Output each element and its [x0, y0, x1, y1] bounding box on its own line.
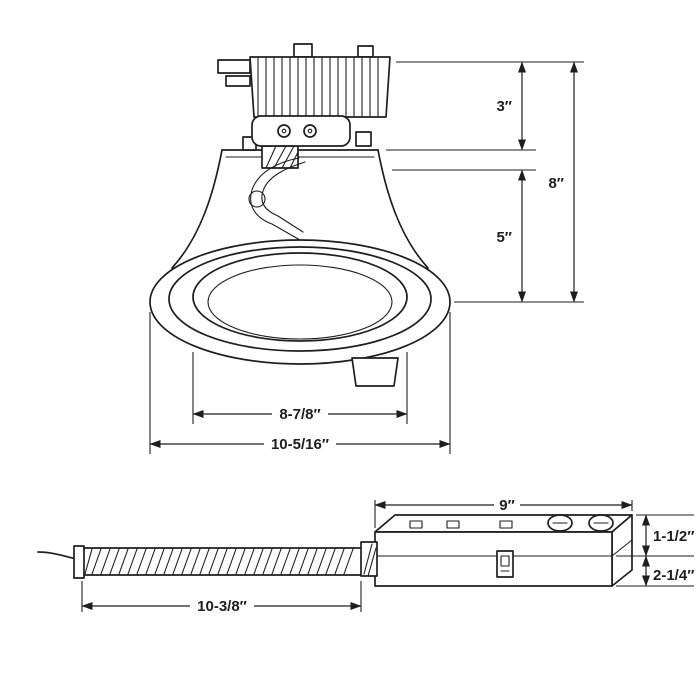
screw-center	[281, 128, 287, 134]
housing	[171, 131, 429, 269]
dim-label-box-upper-height: 1-1/2″	[653, 528, 694, 545]
heatsink-top-tab	[357, 45, 374, 58]
heatsink-fins	[257, 57, 379, 117]
conduit-connector-hatch	[363, 543, 377, 577]
knockout-tab	[499, 520, 513, 529]
heatsink-top-tab	[293, 43, 313, 58]
box-height-dimensions: 1-1/2″ 2-1/4″	[616, 514, 694, 587]
dim-label-heatsink-height: 3″	[496, 98, 512, 115]
downlight-fixture-drawing: 3″ 5″ 8″ 8-7/8″ 10-5/16″	[149, 43, 584, 454]
dim-label-housing-height: 5″	[496, 229, 512, 246]
junction-box	[360, 514, 633, 587]
trim-bottom-tab	[351, 357, 399, 387]
spring-wire-inner	[261, 161, 306, 233]
heatsink-body	[249, 56, 391, 118]
spring-coil	[248, 190, 266, 208]
conduit-connector	[360, 541, 378, 577]
trim-aperture	[192, 252, 408, 342]
trim-ring	[149, 239, 451, 387]
dim-label-overall-height: 8″	[548, 175, 564, 192]
dim-label-box-overall-height: 2-1/4″	[653, 567, 694, 584]
selector-switch	[496, 550, 514, 578]
trim-flange-inner	[168, 246, 432, 352]
selector-switch-slider	[500, 555, 510, 567]
mounting-plate	[251, 115, 351, 147]
flex-conduit	[37, 545, 362, 579]
conduit-length-dimension: 10-3/8″	[81, 581, 362, 615]
spring-bracket	[261, 145, 299, 169]
spring-wire-outer	[250, 157, 301, 241]
terminal-block	[225, 75, 251, 87]
screw-center	[307, 128, 313, 134]
torsion-spring	[248, 157, 306, 241]
lead-wire	[37, 551, 77, 560]
fixture-height-dimensions: 3″ 5″ 8″	[386, 61, 584, 303]
screw-head	[303, 124, 317, 138]
conduit-corrugation	[84, 548, 354, 575]
box-side-seam	[611, 539, 633, 557]
spring-bracket-hatch	[265, 145, 299, 169]
fixture-diameter-dimensions: 8-7/8″ 10-5/16″	[149, 312, 451, 454]
trim-flange-outer	[149, 239, 451, 365]
terminal-block	[217, 59, 251, 74]
knockout-tab	[409, 520, 423, 529]
heatsink	[217, 43, 391, 118]
dim-label-aperture-diameter: 8-7/8″	[279, 406, 320, 423]
lens	[207, 264, 393, 340]
screw-head	[277, 124, 291, 138]
dim-label-box-length: 9″	[499, 497, 515, 514]
mounting-plate-body	[251, 115, 351, 147]
box-width-dimension: 9″	[374, 497, 633, 528]
housing-side-right	[377, 149, 429, 269]
box-front-face	[374, 531, 613, 587]
dim-label-flange-diameter: 10-5/16″	[271, 436, 329, 453]
dim-label-conduit-length: 10-3/8″	[197, 598, 247, 615]
driver-box-drawing: 9″ 1-1/2″ 2-1/4″ 10-3/8″	[37, 497, 694, 615]
conduit-end-ferrule	[73, 545, 85, 579]
rim-clip	[355, 131, 372, 147]
conduit-outline	[83, 547, 362, 576]
housing-side-left	[171, 149, 223, 269]
knockout-tab	[446, 520, 460, 529]
